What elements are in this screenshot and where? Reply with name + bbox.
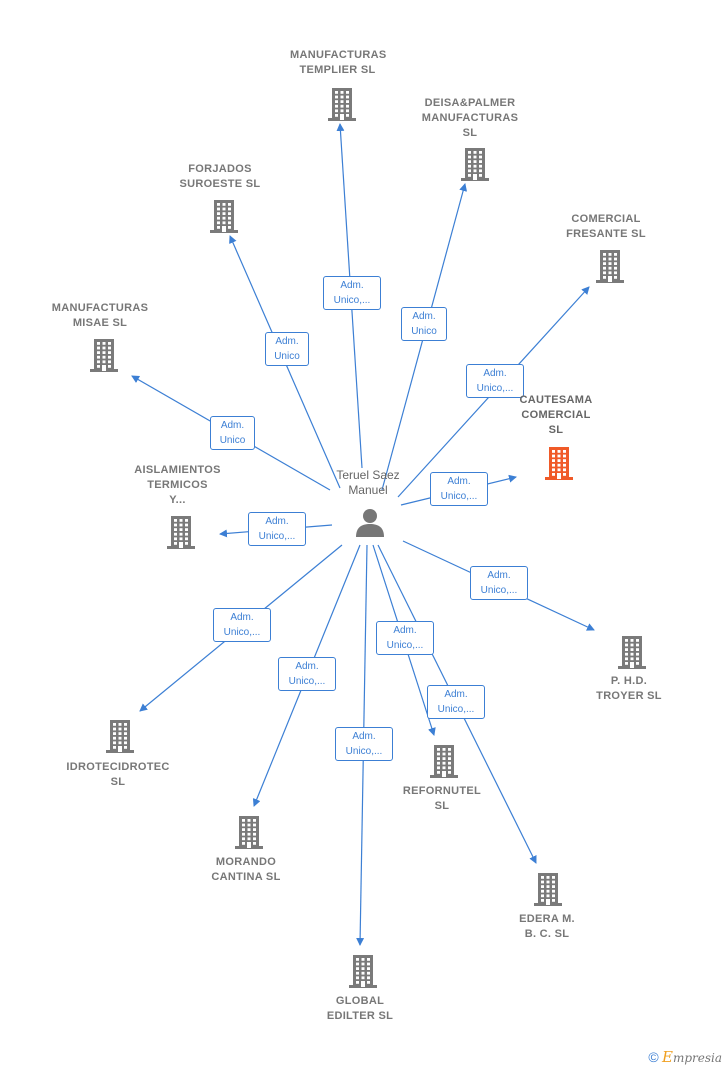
building-icon[interactable]	[531, 871, 565, 912]
relation-label[interactable]: Adm. Unico	[210, 416, 255, 450]
relation-label[interactable]: Adm. Unico,...	[335, 727, 393, 761]
building-icon[interactable]	[593, 248, 627, 289]
company-node-morando[interactable]: MORANDO CANTINA SL	[200, 855, 292, 885]
relation-label[interactable]: Adm. Unico,...	[248, 512, 306, 546]
company-node-idrotec[interactable]: IDROTECIDROTEC SL	[58, 760, 178, 790]
building-icon[interactable]	[87, 337, 121, 378]
company-node-deisa[interactable]: DEISA&PALMER MANUFACTURAS SL	[420, 96, 520, 141]
company-name[interactable]: DEISA&PALMER MANUFACTURAS SL	[421, 97, 519, 139]
company-name[interactable]: AISLAMIENTOS TERMICOS Y...	[134, 464, 221, 506]
company-name[interactable]: MANUFACTURAS MISAE SL	[51, 302, 149, 329]
person-icon[interactable]	[354, 506, 386, 543]
company-node-fresante[interactable]: COMERCIAL FRESANTE SL	[560, 212, 652, 242]
company-node-forjados[interactable]: FORJADOS SUROESTE SL	[175, 162, 265, 192]
relation-label[interactable]: Adm. Unico	[265, 332, 309, 366]
company-name[interactable]: P. H.D. TROYER SL	[596, 675, 662, 702]
relation-label[interactable]: Adm. Unico,...	[427, 685, 485, 719]
company-node-edera[interactable]: EDERA M. B. C. SL	[505, 912, 589, 942]
company-name[interactable]: IDROTECIDROTEC SL	[66, 761, 170, 788]
relation-label[interactable]: Adm. Unico,...	[430, 472, 488, 506]
brand-initial: E	[661, 1048, 673, 1066]
relation-label[interactable]: Adm. Unico,...	[466, 364, 524, 398]
building-icon[interactable]	[325, 86, 359, 127]
relation-label[interactable]: Adm. Unico,...	[213, 608, 271, 642]
relation-label[interactable]: Adm. Unico,...	[470, 566, 528, 600]
company-name[interactable]: EDERA M. B. C. SL	[519, 913, 575, 940]
company-node-cautesama[interactable]: CAUTESAMA COMERCIAL SL	[510, 393, 602, 438]
building-icon[interactable]	[346, 953, 380, 994]
building-icon[interactable]	[164, 514, 198, 555]
building-icon[interactable]	[103, 718, 137, 759]
building-icon[interactable]	[615, 634, 649, 675]
relation-label[interactable]: Adm. Unico	[401, 307, 447, 341]
company-name[interactable]: FORJADOS SUROESTE SL	[179, 163, 261, 190]
company-name[interactable]: COMERCIAL FRESANTE SL	[566, 213, 646, 240]
company-node-phd[interactable]: P. H.D. TROYER SL	[588, 674, 670, 704]
company-node-templier[interactable]: MANUFACTURAS TEMPLIER SL	[290, 48, 387, 78]
brand-logo: © Empresia	[648, 1048, 722, 1066]
company-node-refornutel[interactable]: REFORNUTEL SL	[396, 784, 488, 814]
company-name[interactable]: REFORNUTEL SL	[402, 785, 482, 812]
company-node-global[interactable]: GLOBAL EDILTER SL	[314, 994, 406, 1024]
company-node-misae[interactable]: MANUFACTURAS MISAE SL	[50, 301, 150, 331]
person-name[interactable]: Teruel Saez Manuel	[336, 468, 400, 497]
building-icon[interactable]	[207, 198, 241, 239]
relation-label[interactable]: Adm. Unico,...	[278, 657, 336, 691]
company-node-aislamientos[interactable]: AISLAMIENTOS TERMICOS Y...	[130, 463, 225, 508]
building-icon[interactable]	[232, 814, 266, 855]
relation-label[interactable]: Adm. Unico,...	[376, 621, 434, 655]
company-name[interactable]: MANUFACTURAS TEMPLIER SL	[290, 49, 387, 76]
company-name[interactable]: GLOBAL EDILTER SL	[326, 995, 394, 1022]
brand-name: mpresia	[672, 1051, 722, 1065]
building-icon[interactable]	[427, 743, 461, 784]
building-icon[interactable]	[458, 146, 492, 187]
copyright-icon: ©	[648, 1049, 659, 1065]
company-name[interactable]: CAUTESAMA COMERCIAL SL	[519, 394, 593, 436]
relation-label[interactable]: Adm. Unico,...	[323, 276, 381, 310]
building-icon[interactable]	[542, 445, 576, 486]
company-name[interactable]: MORANDO CANTINA SL	[211, 856, 281, 883]
